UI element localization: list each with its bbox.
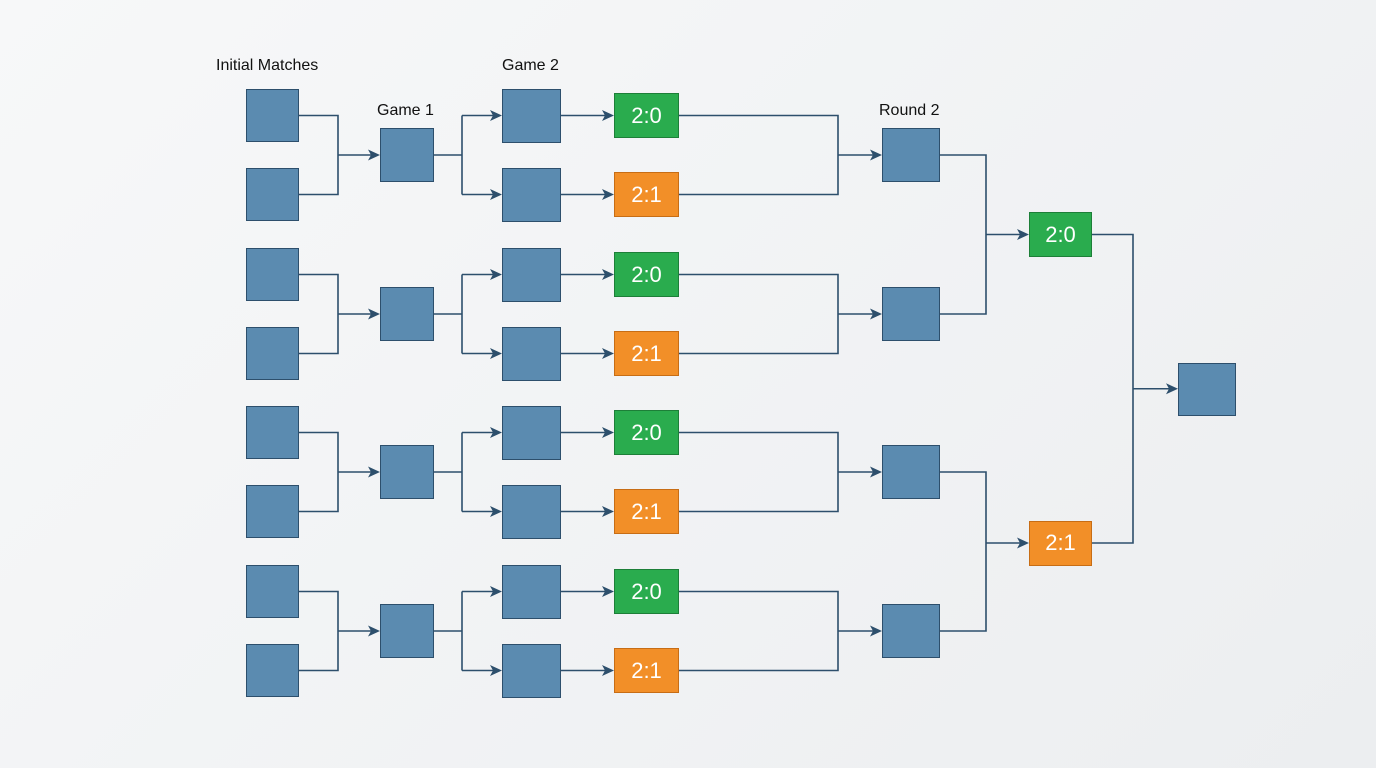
initial-pair-connector [299, 431, 339, 513]
round2-team-box[interactable] [882, 287, 940, 341]
game2-team-box[interactable] [502, 565, 561, 619]
initial-team-box[interactable] [246, 485, 299, 538]
initial-pair-connector [299, 590, 339, 672]
score-badge[interactable]: 2:0 [614, 252, 679, 297]
arrow-icon [490, 348, 502, 359]
score-badge[interactable]: 2:0 [614, 93, 679, 138]
game2-team-box[interactable] [502, 327, 561, 381]
initial-pair-connector [299, 273, 339, 355]
semifinal-score-badge[interactable]: 2:1 [1029, 520, 1092, 566]
round2-team-box[interactable] [882, 604, 940, 658]
initial-team-box[interactable] [246, 89, 299, 142]
arrow-icon [490, 427, 502, 438]
score-badge[interactable]: 2:1 [614, 172, 679, 217]
final-winner-box[interactable] [1178, 363, 1236, 416]
arrow-icon [368, 149, 380, 161]
arrow-icon [870, 625, 882, 637]
game2-team-box[interactable] [502, 644, 561, 698]
initial-team-box[interactable] [246, 644, 299, 697]
round2-merge-connector [679, 431, 839, 513]
round2-merge-connector [679, 590, 839, 672]
game-1-label: Game 1 [377, 102, 434, 119]
game2-team-box[interactable] [502, 248, 561, 302]
game2-team-box[interactable] [502, 406, 561, 460]
initial-matches-label: Initial Matches [216, 57, 319, 74]
round2-merge-connector [679, 114, 839, 196]
game1-team-box[interactable] [380, 128, 434, 182]
game1-team-box[interactable] [380, 604, 434, 658]
arrow-icon [602, 665, 614, 676]
final-merge-connector [1092, 233, 1134, 544]
arrow-icon [602, 269, 614, 280]
arrow-icon [602, 110, 614, 121]
arrow-icon [602, 189, 614, 200]
arrow-icon [870, 308, 882, 320]
arrow-icon [870, 149, 882, 161]
round2-merge-connector [679, 273, 839, 355]
arrow-icon [368, 466, 380, 478]
arrow-icon [870, 466, 882, 478]
arrow-icon [490, 665, 502, 676]
arrow-icon [1017, 229, 1029, 240]
round-2-label: Round 2 [879, 102, 940, 119]
arrow-icon [490, 269, 502, 280]
game-2-label: Game 2 [502, 57, 559, 74]
game1-team-box[interactable] [380, 445, 434, 499]
arrow-icon [490, 586, 502, 597]
initial-team-box[interactable] [246, 327, 299, 380]
arrow-icon [602, 506, 614, 517]
score-badge[interactable]: 2:1 [614, 648, 679, 693]
initial-team-box[interactable] [246, 248, 299, 301]
initial-pair-connector [299, 114, 339, 196]
round2-team-box[interactable] [882, 128, 940, 182]
game1-team-box[interactable] [380, 287, 434, 341]
arrow-icon [602, 348, 614, 359]
score-badge[interactable]: 2:1 [614, 489, 679, 534]
semifinal-score-badge[interactable]: 2:0 [1029, 212, 1092, 257]
arrow-icon [368, 625, 380, 637]
round2-team-box[interactable] [882, 445, 940, 499]
initial-team-box[interactable] [246, 168, 299, 221]
score-badge[interactable]: 2:0 [614, 569, 679, 614]
initial-team-box[interactable] [246, 406, 299, 459]
arrow-icon [1166, 383, 1178, 395]
arrow-icon [490, 189, 502, 200]
arrow-icon [602, 427, 614, 438]
arrow-icon [1017, 537, 1029, 549]
arrow-icon [602, 586, 614, 597]
arrow-icon [490, 506, 502, 517]
game2-team-box[interactable] [502, 485, 561, 539]
semifinal-merge-connector [940, 471, 987, 632]
game2-team-box[interactable] [502, 168, 561, 222]
arrow-icon [490, 110, 502, 121]
arrow-icon [368, 308, 380, 320]
initial-team-box[interactable] [246, 565, 299, 618]
score-badge[interactable]: 2:1 [614, 331, 679, 376]
game2-team-box[interactable] [502, 89, 561, 143]
score-badge[interactable]: 2:0 [614, 410, 679, 455]
semifinal-merge-connector [940, 154, 987, 315]
